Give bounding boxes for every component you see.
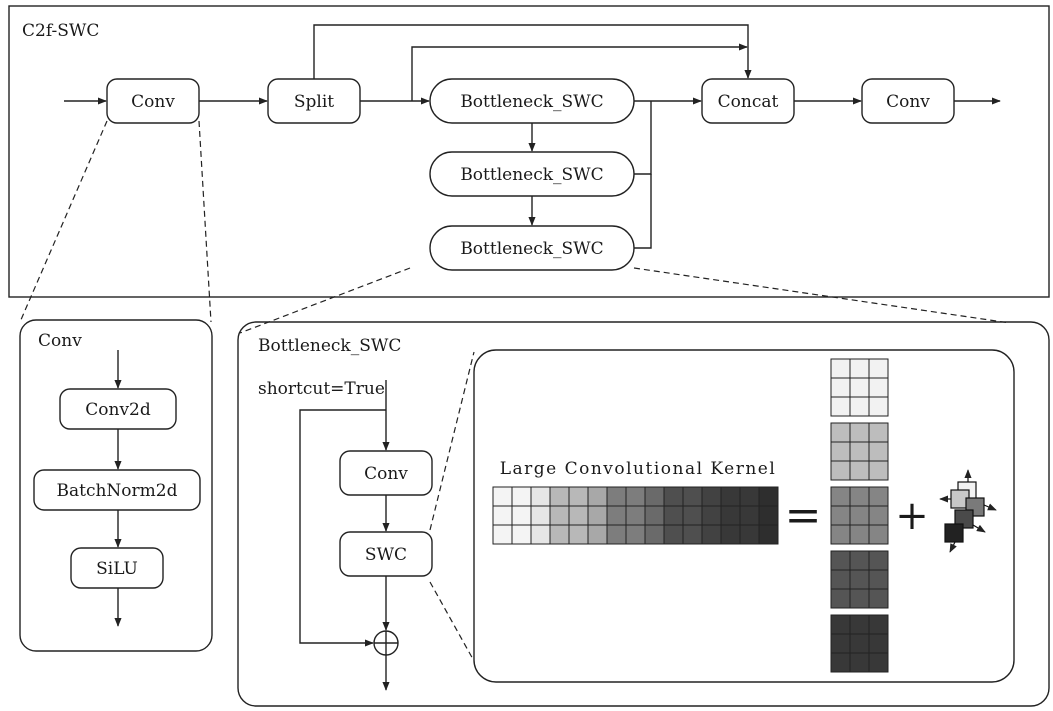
c2f-swc-title: C2f-SWC: [22, 21, 99, 41]
add-icon: [373, 630, 399, 656]
kernel-cell: [492, 505, 513, 526]
kernel-cell: [492, 524, 513, 545]
small-kernel-4: [830, 550, 889, 609]
conv2d-node[interactable]: Conv2d: [59, 388, 177, 430]
batchnorm2d-node[interactable]: BatchNorm2d: [33, 469, 201, 511]
kernel-cell: [701, 524, 722, 545]
kernel-cell: [530, 524, 551, 545]
top-connections: [64, 24, 1001, 249]
kernel-cell: [739, 486, 760, 507]
kernel-cell: [587, 486, 608, 507]
swc-label: SWC: [365, 545, 407, 565]
bottleneck-swc-label-2: Bottleneck_SWC: [460, 165, 603, 185]
batchnorm2d-label: BatchNorm2d: [57, 481, 178, 501]
kernel-cell: [663, 505, 684, 526]
kernel-cell: [549, 505, 570, 526]
silu-label: SiLU: [96, 559, 138, 579]
kernel-cell: [511, 486, 532, 507]
kernel-cell: [663, 524, 684, 545]
bottleneck-panel-title: Bottleneck_SWC: [258, 336, 401, 356]
kernel-cell: [682, 505, 703, 526]
kernel-cell: [701, 505, 722, 526]
bottleneck-swc-node-1[interactable]: Bottleneck_SWC: [429, 78, 635, 124]
shift-blocks-icon: [939, 469, 997, 553]
small-kernel-2: [830, 422, 889, 481]
kernel-cell: [606, 505, 627, 526]
kernel-cell: [511, 505, 532, 526]
silu-node[interactable]: SiLU: [70, 547, 164, 589]
kernel-cell: [549, 524, 570, 545]
kernel-cell: [568, 505, 589, 526]
kernel-cell: [682, 486, 703, 507]
bottleneck-swc-label-1: Bottleneck_SWC: [460, 92, 603, 112]
kernel-cell: [720, 524, 741, 545]
kernel-cell: [701, 486, 722, 507]
kernel-cell: [758, 486, 779, 507]
kernel-cell: [549, 486, 570, 507]
bottleneck-swc-node-2[interactable]: Bottleneck_SWC: [429, 151, 635, 197]
conv-detail-panel: [19, 319, 213, 652]
small-kernel-stack: [830, 358, 889, 673]
kernel-cell: [530, 505, 551, 526]
conv-out-node[interactable]: Conv: [861, 78, 955, 124]
kernel-cell: [587, 505, 608, 526]
small-kernel-1: [830, 358, 889, 417]
shortcut-label: shortcut=True: [258, 379, 385, 399]
kernel-cell: [568, 486, 589, 507]
split-label: Split: [294, 92, 334, 112]
bottleneck-detail-panel: [237, 321, 1050, 707]
equals-sign: =: [785, 490, 822, 541]
bottleneck-swc-label-3: Bottleneck_SWC: [460, 239, 603, 259]
kernel-cell: [663, 486, 684, 507]
swc-node[interactable]: SWC: [339, 531, 433, 577]
bottleneck-panel-connections: [299, 380, 390, 691]
bottleneck-conv-node[interactable]: Conv: [339, 450, 433, 496]
kernel-cell: [530, 486, 551, 507]
plus-sign: +: [895, 493, 929, 539]
kernel-cell: [625, 486, 646, 507]
kernel-cell: [606, 486, 627, 507]
kernel-cell: [739, 505, 760, 526]
kernel-cell: [606, 524, 627, 545]
kernel-cell: [758, 524, 779, 545]
split-node[interactable]: Split: [267, 78, 361, 124]
c2f-swc-frame: [8, 5, 1050, 298]
kernel-title: Large Convolutional Kernel: [500, 459, 777, 479]
kernel-cell: [739, 524, 760, 545]
kernel-cell: [625, 505, 646, 526]
kernel-cell: [720, 486, 741, 507]
kernel-cell: [587, 524, 608, 545]
conv-out-label: Conv: [886, 92, 930, 112]
kernel-cell: [682, 524, 703, 545]
kernel-cell: [644, 524, 665, 545]
conv-panel-title: Conv: [38, 331, 82, 351]
small-kernel-3: [830, 486, 889, 545]
kernel-cell: [492, 486, 513, 507]
concat-node[interactable]: Concat: [701, 78, 795, 124]
kernel-cell: [644, 505, 665, 526]
kernel-cell: [644, 486, 665, 507]
kernel-cell: [625, 524, 646, 545]
kernel-cell: [568, 524, 589, 545]
small-kernel-5: [830, 614, 889, 673]
concat-label: Concat: [718, 92, 779, 112]
large-kernel-grid: [492, 486, 779, 545]
bottleneck-conv-label: Conv: [364, 464, 408, 484]
kernel-cell: [511, 524, 532, 545]
zoom-guides: [19, 120, 1011, 662]
conv2d-label: Conv2d: [85, 400, 151, 420]
swc-detail-panel: [473, 349, 1015, 683]
conv-in-label: Conv: [131, 92, 175, 112]
conv-in-node[interactable]: Conv: [106, 78, 200, 124]
kernel-cell: [758, 505, 779, 526]
kernel-cell: [720, 505, 741, 526]
bottleneck-swc-node-3[interactable]: Bottleneck_SWC: [429, 225, 635, 271]
